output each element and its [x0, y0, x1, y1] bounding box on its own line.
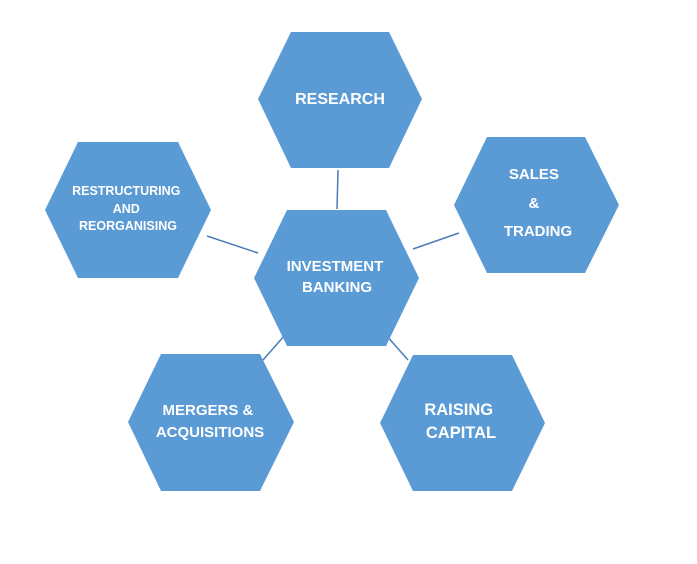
hexagon-raising-capital	[380, 355, 545, 491]
label-sales-trading: SALES & TRADING	[504, 166, 572, 240]
node-restructuring: RESTRUCTURING AND REORGANISING	[45, 142, 211, 278]
node-sales-trading: SALES & TRADING	[454, 137, 619, 273]
hexagon-investment-banking	[254, 210, 419, 346]
node-research: RESEARCH	[258, 32, 422, 168]
node-mergers-acquisitions: MERGERS & ACQUISITIONS	[128, 354, 294, 491]
connector-raising-capital	[385, 334, 409, 361]
node-investment-banking: INVESTMENT BANKING	[254, 210, 419, 346]
label-investment-banking: INVESTMENT BANKING	[287, 258, 388, 296]
label-raising-capital: RAISING CAPITAL	[424, 401, 497, 442]
connector-research	[336, 169, 339, 210]
node-raising-capital: RAISING CAPITAL	[380, 355, 545, 491]
connector-sales-trading	[412, 232, 460, 250]
label-research: RESEARCH	[295, 91, 385, 108]
label-mergers-acquisitions: MERGERS & ACQUISITIONS	[156, 402, 264, 441]
label-restructuring: RESTRUCTURING AND REORGANISING	[72, 184, 184, 233]
hexagon-mergers-acquisitions	[128, 354, 294, 491]
connector-restructuring	[206, 235, 259, 254]
hexagon-research	[258, 32, 422, 168]
hexagon-sales-trading	[454, 137, 619, 273]
connector-mergers-acquisitions	[262, 334, 286, 361]
hexagon-restructuring	[45, 142, 211, 278]
